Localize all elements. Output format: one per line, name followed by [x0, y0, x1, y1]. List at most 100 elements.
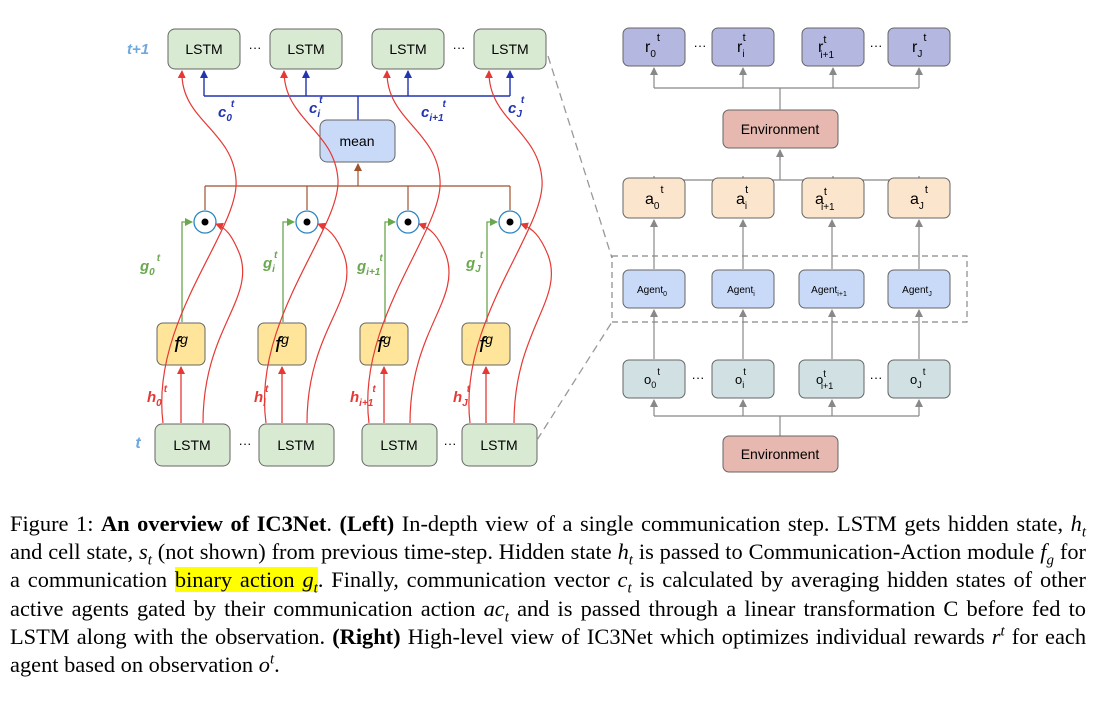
recurrence-curves	[161, 70, 543, 424]
lstm-bottom-i1	[361, 423, 438, 467]
lstm-top-i-label: LSTM	[287, 41, 324, 57]
c-labels: c0t cit ci+1t cJt	[218, 95, 525, 124]
lstm-top-i1-label: LSTM	[389, 41, 426, 57]
h-arrows	[177, 366, 490, 423]
svg-text:rti+1: rti+1	[818, 34, 834, 61]
fg-box-0	[156, 322, 206, 366]
gates	[193, 210, 522, 234]
svg-text:fg: fg	[377, 331, 391, 357]
action-0	[622, 177, 686, 219]
svg-text:oit: oit	[735, 367, 746, 390]
svg-text:LSTM: LSTM	[277, 437, 314, 453]
svg-text:fg: fg	[275, 331, 289, 357]
h-label-i1: hi+1t	[350, 384, 376, 409]
lstm-top-i1	[371, 28, 445, 70]
agent-i1	[798, 269, 865, 309]
svg-text:LSTM: LSTM	[173, 437, 210, 453]
svg-text:r0t: r0t	[645, 32, 660, 60]
reward-i	[711, 27, 775, 67]
svg-text:a0t: a0t	[645, 184, 664, 212]
c-label-i1: ci+1t	[421, 99, 447, 124]
g-label-0: g0t	[139, 253, 161, 278]
time-label-bottom: t	[135, 435, 141, 452]
obs-i1	[798, 359, 865, 399]
h-label-J: hJt	[453, 384, 471, 409]
agent-0	[622, 269, 686, 309]
c-label-0: c0t	[218, 99, 235, 124]
lstm-top-i	[269, 28, 343, 70]
reward-0	[622, 27, 686, 67]
agent-i	[711, 269, 775, 309]
svg-text:fg: fg	[479, 331, 493, 357]
left-panel: t+1 t LSTM ··· LSTM LSTM ··· LSTM	[127, 28, 553, 467]
comm-bus	[200, 70, 514, 120]
agent-boxes: Agent0 Agenti Agenti+1 AgentJ	[622, 269, 951, 309]
c-label-i: cit	[309, 95, 323, 120]
lstm-bottom-i	[258, 423, 335, 467]
h-labels: h0t hit hi+1t hJt	[147, 384, 471, 409]
obs-i	[711, 359, 775, 399]
mean-label: mean	[339, 133, 374, 149]
ellipsis-obs-left: ···	[692, 370, 705, 385]
h-label-0: h0t	[147, 384, 168, 409]
action-i	[711, 177, 775, 219]
g-label-i1: gi+1t	[356, 253, 383, 278]
svg-text:ati+1: ati+1	[815, 186, 835, 213]
figure-caption: Figure 1: An overview of IC3Net. (Left) …	[10, 511, 1087, 678]
svg-text:ait: ait	[736, 184, 748, 212]
g-label-i: git	[262, 250, 278, 275]
obs-0	[622, 359, 686, 399]
g-label-J: gJt	[465, 250, 484, 275]
ellipsis-bottom-left: ···	[239, 436, 252, 451]
environment-bottom-label: Environment	[741, 446, 820, 462]
obs-J	[887, 359, 951, 399]
gather-lines	[204, 163, 511, 210]
svg-text:LSTM: LSTM	[480, 437, 517, 453]
h-label-i: hit	[254, 384, 269, 409]
ellipsis-top-right: ···	[453, 40, 466, 55]
svg-text:aJt: aJt	[910, 184, 928, 212]
lstm-top-0	[167, 28, 241, 70]
action-i1	[801, 177, 865, 219]
highlighted-phrase: binary action gt	[174, 567, 318, 597]
lstm-top-J	[473, 28, 547, 70]
reward-J	[887, 27, 951, 67]
svg-text:rJt: rJt	[912, 32, 926, 60]
reward-i1	[801, 27, 865, 67]
ellipsis-bottom-right: ···	[444, 436, 457, 451]
svg-text:Agenti: Agenti	[727, 285, 755, 298]
environment-bottom	[722, 435, 839, 473]
ic3net-diagram: t+1 t LSTM ··· LSTM LSTM ··· LSTM	[127, 27, 968, 473]
fg-boxes: fg fg fg fg	[156, 322, 511, 366]
ellipsis-reward-right: ···	[870, 38, 883, 53]
lstm-bottom-row: LSTM ··· LSTM LSTM ··· LSTM	[154, 423, 538, 467]
svg-text:AgentJ: AgentJ	[902, 285, 932, 298]
svg-text:rit: rit	[737, 32, 746, 60]
fg-box-J	[461, 322, 511, 366]
svg-text:Agenti+1: Agenti+1	[811, 285, 847, 298]
agent-J	[887, 269, 951, 309]
c-label-J: cJt	[508, 95, 525, 120]
caption-title: An overview of IC3Net	[101, 511, 327, 536]
hidden-to-gate-curves	[202, 222, 553, 424]
action-J	[887, 177, 951, 219]
ellipsis-reward-left: ···	[694, 38, 707, 53]
lstm-bottom-0	[154, 423, 231, 467]
svg-text:fg: fg	[174, 331, 188, 357]
lstm-top-0-label: LSTM	[185, 41, 222, 57]
environment-top-label: Environment	[741, 121, 820, 137]
svg-text:o0t: o0t	[644, 367, 660, 390]
ellipsis-obs-right: ···	[870, 370, 883, 385]
svg-text:Agent0: Agent0	[637, 285, 667, 298]
svg-text:oJt: oJt	[910, 367, 926, 390]
lstm-top-row: LSTM ··· LSTM LSTM ··· LSTM	[167, 28, 547, 70]
zoom-connectors	[536, 55, 613, 441]
g-lines	[181, 218, 498, 322]
svg-text:LSTM: LSTM	[380, 437, 417, 453]
svg-text:oti+1: oti+1	[816, 369, 833, 391]
